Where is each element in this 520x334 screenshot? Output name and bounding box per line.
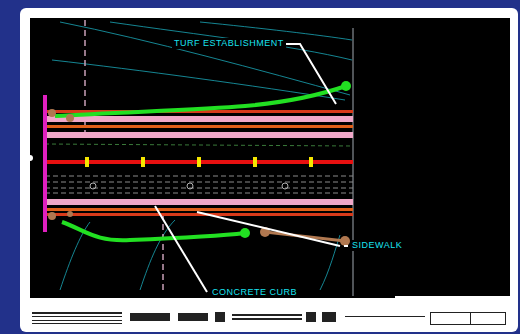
- utility-lines: [45, 176, 353, 193]
- section-line: [162, 214, 164, 292]
- turf-area: [62, 222, 245, 240]
- callout-label: CONCRETE CURB: [210, 287, 299, 298]
- gutter-band: [45, 199, 353, 205]
- sidewalk-nodes: [48, 109, 350, 246]
- lane-dashes: [85, 157, 313, 167]
- leader-lines: [155, 44, 348, 292]
- turf-end: [341, 81, 351, 91]
- turf-area: [55, 86, 346, 116]
- turf-end: [240, 228, 250, 238]
- sheet-frame: [20, 8, 518, 332]
- callout-label: SIDEWALK: [350, 240, 404, 251]
- curb-line: [45, 208, 353, 211]
- title-block: [30, 296, 510, 326]
- gutter-band: [45, 132, 353, 138]
- contour-lines: [52, 22, 352, 290]
- curb-line: [45, 125, 353, 128]
- manhole-symbols: [90, 183, 288, 189]
- callout-label: TURF ESTABLISHMENT: [172, 38, 286, 49]
- sidewalk: [265, 232, 345, 241]
- frame-dot: [27, 155, 33, 161]
- drawing-area: [30, 18, 510, 298]
- gutter-band: [45, 116, 353, 122]
- lane-line: [45, 144, 353, 146]
- match-line: [43, 95, 47, 232]
